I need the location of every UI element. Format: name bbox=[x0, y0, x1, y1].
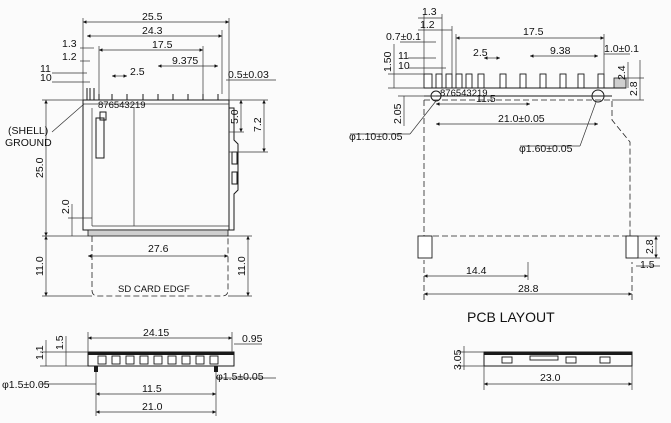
pcb-dim-1-2: 1.2 bbox=[420, 19, 435, 31]
pcb-dim-2-8-top: 2.8 bbox=[628, 81, 640, 96]
sd-card-edge-label: SD CARD EDGF bbox=[118, 284, 190, 295]
pcb-hole-large-label: φ1.60±0.05 bbox=[519, 143, 573, 155]
bottom-dim-1-1: 1.1 bbox=[34, 345, 46, 360]
front-dim-2-0: 2.0 bbox=[60, 199, 72, 214]
pcb-outline bbox=[423, 99, 632, 237]
front-dim-9-375: 9.375 bbox=[172, 55, 198, 67]
front-pin-label-10: 10 bbox=[40, 72, 52, 84]
sd-card-outline bbox=[91, 236, 229, 297]
pcb-hole-small-label: φ1.10±0.05 bbox=[349, 131, 403, 143]
pcb-dim-28-8: 28.8 bbox=[518, 283, 539, 295]
pcb-layout-view: 876543219 1.3 1.2 0.7±0.1 17.5 2.5 9.38 … bbox=[349, 6, 660, 325]
bottom-dim-1-5: 1.5 bbox=[54, 335, 66, 350]
bottom-dim-21-0: 21.0 bbox=[142, 401, 163, 413]
front-pins bbox=[86, 88, 219, 100]
front-dim-1-2: 1.2 bbox=[62, 51, 77, 63]
pcb-dim-1-50: 1.50 bbox=[382, 51, 394, 72]
card-slot-lip bbox=[87, 229, 229, 237]
front-dim-25-5: 25.5 bbox=[142, 11, 163, 23]
front-dim-0-5: 0.5±0.03 bbox=[228, 69, 269, 81]
front-view: 876543219 SD CARD EDGF 25.5 24.3 17.5 1.… bbox=[5, 11, 276, 297]
pcb-dim-17-5: 17.5 bbox=[523, 26, 544, 38]
pcb-pads bbox=[423, 73, 627, 89]
pcb-pad-bottom-left bbox=[417, 235, 433, 259]
shell-label: (SHELL) bbox=[8, 125, 48, 137]
bottom-contacts bbox=[97, 355, 219, 365]
pcb-dim-21-0: 21.0±0.05 bbox=[498, 113, 545, 125]
front-dim-17-5: 17.5 bbox=[152, 39, 173, 51]
front-dim-24-3: 24.3 bbox=[142, 25, 163, 37]
bottom-dim-11-5: 11.5 bbox=[142, 383, 162, 395]
front-dim-2-5: 2.5 bbox=[130, 66, 145, 78]
pcb-dim-2-05: 2.05 bbox=[392, 103, 404, 124]
bottom-hole-right: φ1.5±0.05 bbox=[216, 371, 264, 383]
side-dim-3-05: 3.05 bbox=[452, 349, 464, 370]
pcb-dim-14-4: 14.4 bbox=[466, 265, 487, 277]
bottom-view: 24.15 0.95 1.1 1.5 φ1.5±0.05 φ1.5±0.05 1… bbox=[2, 327, 276, 416]
pcb-layout-title: PCB LAYOUT bbox=[467, 309, 555, 325]
pcb-pin-label-10: 10 bbox=[398, 60, 410, 72]
pcb-dim-1-0: 1.0±0.1 bbox=[604, 43, 639, 55]
front-dim-7-2: 7.2 bbox=[252, 117, 264, 132]
bottom-dim-24-15: 24.15 bbox=[143, 327, 169, 339]
pcb-dim-0-7: 0.7±0.1 bbox=[386, 31, 421, 43]
pcb-pin-numbers: 876543219 bbox=[440, 88, 488, 99]
front-dim-5-0: 5.0 bbox=[229, 109, 241, 124]
ground-label: GROUND bbox=[5, 137, 52, 149]
side-dim-23-0: 23.0 bbox=[540, 372, 561, 384]
front-dim-27-6: 27.6 bbox=[148, 243, 169, 255]
front-pin-numbers: 876543219 bbox=[98, 100, 146, 111]
front-pin-label-11: 11 bbox=[40, 63, 51, 75]
front-dim-25-0: 25.0 bbox=[34, 157, 46, 178]
pcb-dim-2-8-bottom: 2.8 bbox=[644, 239, 656, 254]
pcb-pad-bottom-right bbox=[625, 235, 639, 259]
pcb-hole-large bbox=[591, 89, 605, 103]
pcb-dim-2-4: 2.4 bbox=[616, 65, 628, 80]
front-dim-right-11-0: 11.0 bbox=[236, 256, 248, 276]
front-dim-1-3: 1.3 bbox=[62, 38, 77, 50]
front-dim-left-11-0: 11.0 bbox=[34, 256, 46, 276]
bottom-hole-left: φ1.5±0.05 bbox=[2, 379, 50, 391]
pcb-dim-9-38: 9.38 bbox=[550, 45, 571, 57]
pcb-dim-1-5: 1.5 bbox=[640, 259, 655, 271]
bottom-dim-0-95: 0.95 bbox=[242, 333, 263, 345]
pcb-pin-label-11: 11 bbox=[398, 50, 409, 62]
pcb-dim-11-5: 11.5 bbox=[476, 93, 496, 105]
side-view: 3.05 23.0 bbox=[452, 346, 633, 390]
pcb-dim-2-5: 2.5 bbox=[473, 47, 488, 59]
pcb-dim-1-3: 1.3 bbox=[422, 6, 437, 18]
